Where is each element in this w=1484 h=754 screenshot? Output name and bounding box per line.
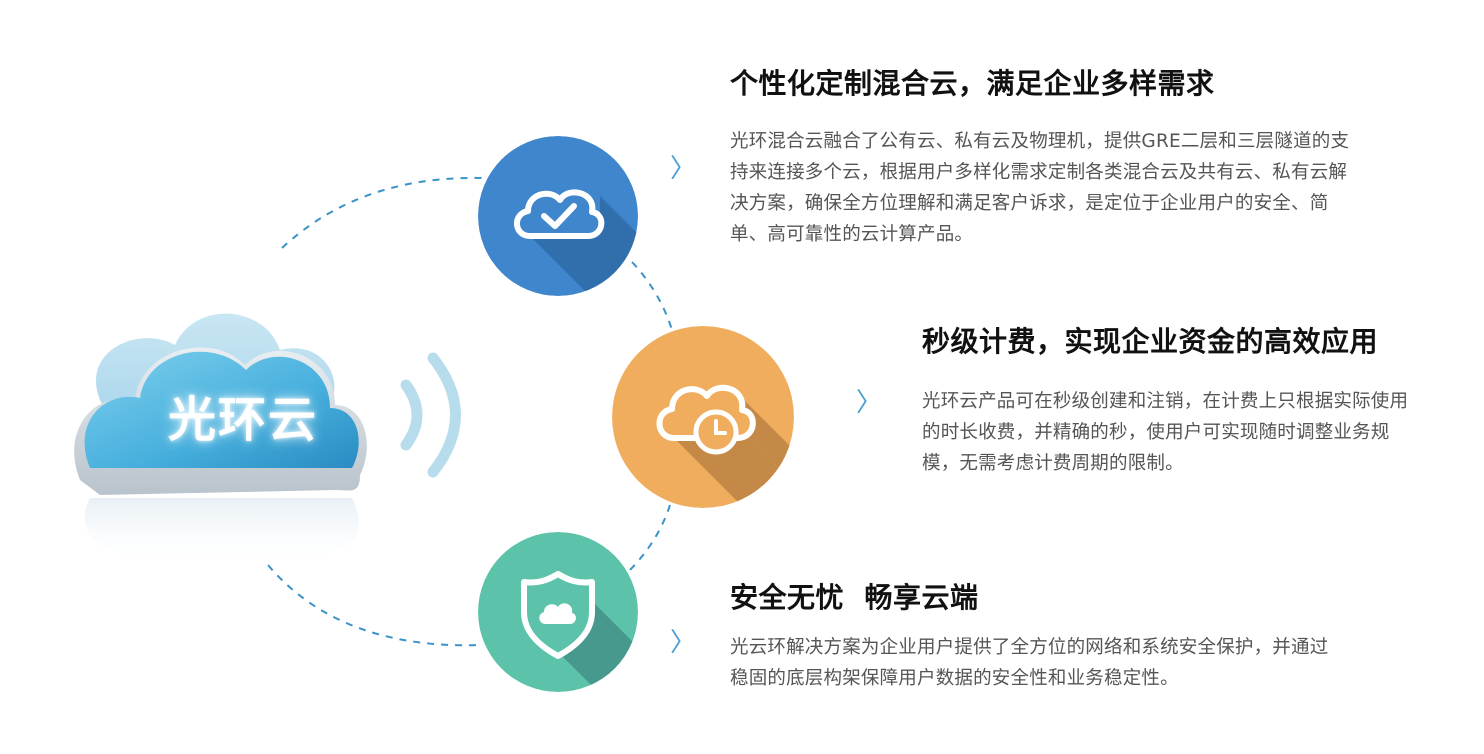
feature-3-description: 光云环解决方案为企业用户提供了全方位的网络和系统安全保护，并通过稳固的底层构架保… — [730, 637, 1329, 689]
feature-1-title: 个性化定制混合云，满足企业多样需求 — [730, 67, 1215, 100]
connector-arc-bottom — [267, 564, 483, 647]
connector-arc-top-middle — [631, 261, 673, 331]
billing-badge — [612, 326, 794, 508]
feature-2-description: 光环云产品可在秒级创建和注销，在计费上只根据实际使用的时长收费，并精确的秒，使用… — [922, 391, 1409, 474]
feature-2-title: 秒级计费，实现企业资金的高效应用 — [922, 325, 1379, 358]
connector-arc-top — [281, 176, 485, 249]
hybrid-cloud-badge — [478, 136, 638, 296]
hero-cloud-label: 光环云 — [168, 392, 319, 448]
security-badge — [478, 532, 638, 692]
feature-3-arrow-icon: 〉 — [670, 628, 697, 658]
connector-arc-middle-bottom — [627, 504, 671, 573]
signal-waves-icon — [400, 352, 461, 478]
cloud-check-icon — [478, 136, 638, 296]
feature-1-description: 光环混合云融合了公有云、私有云及物理机，提供GRE二层和三层隧道的支持来连接多个… — [730, 131, 1350, 245]
feature-3-title: 安全无忧 畅享云端 — [730, 581, 979, 614]
shield-cloud-icon — [478, 532, 638, 692]
hero-cloud-icon — [74, 313, 367, 570]
cloud-clock-icon — [612, 326, 794, 508]
feature-1-arrow-icon: 〉 — [670, 154, 697, 184]
feature-2-arrow-icon: 〉 — [856, 388, 883, 418]
